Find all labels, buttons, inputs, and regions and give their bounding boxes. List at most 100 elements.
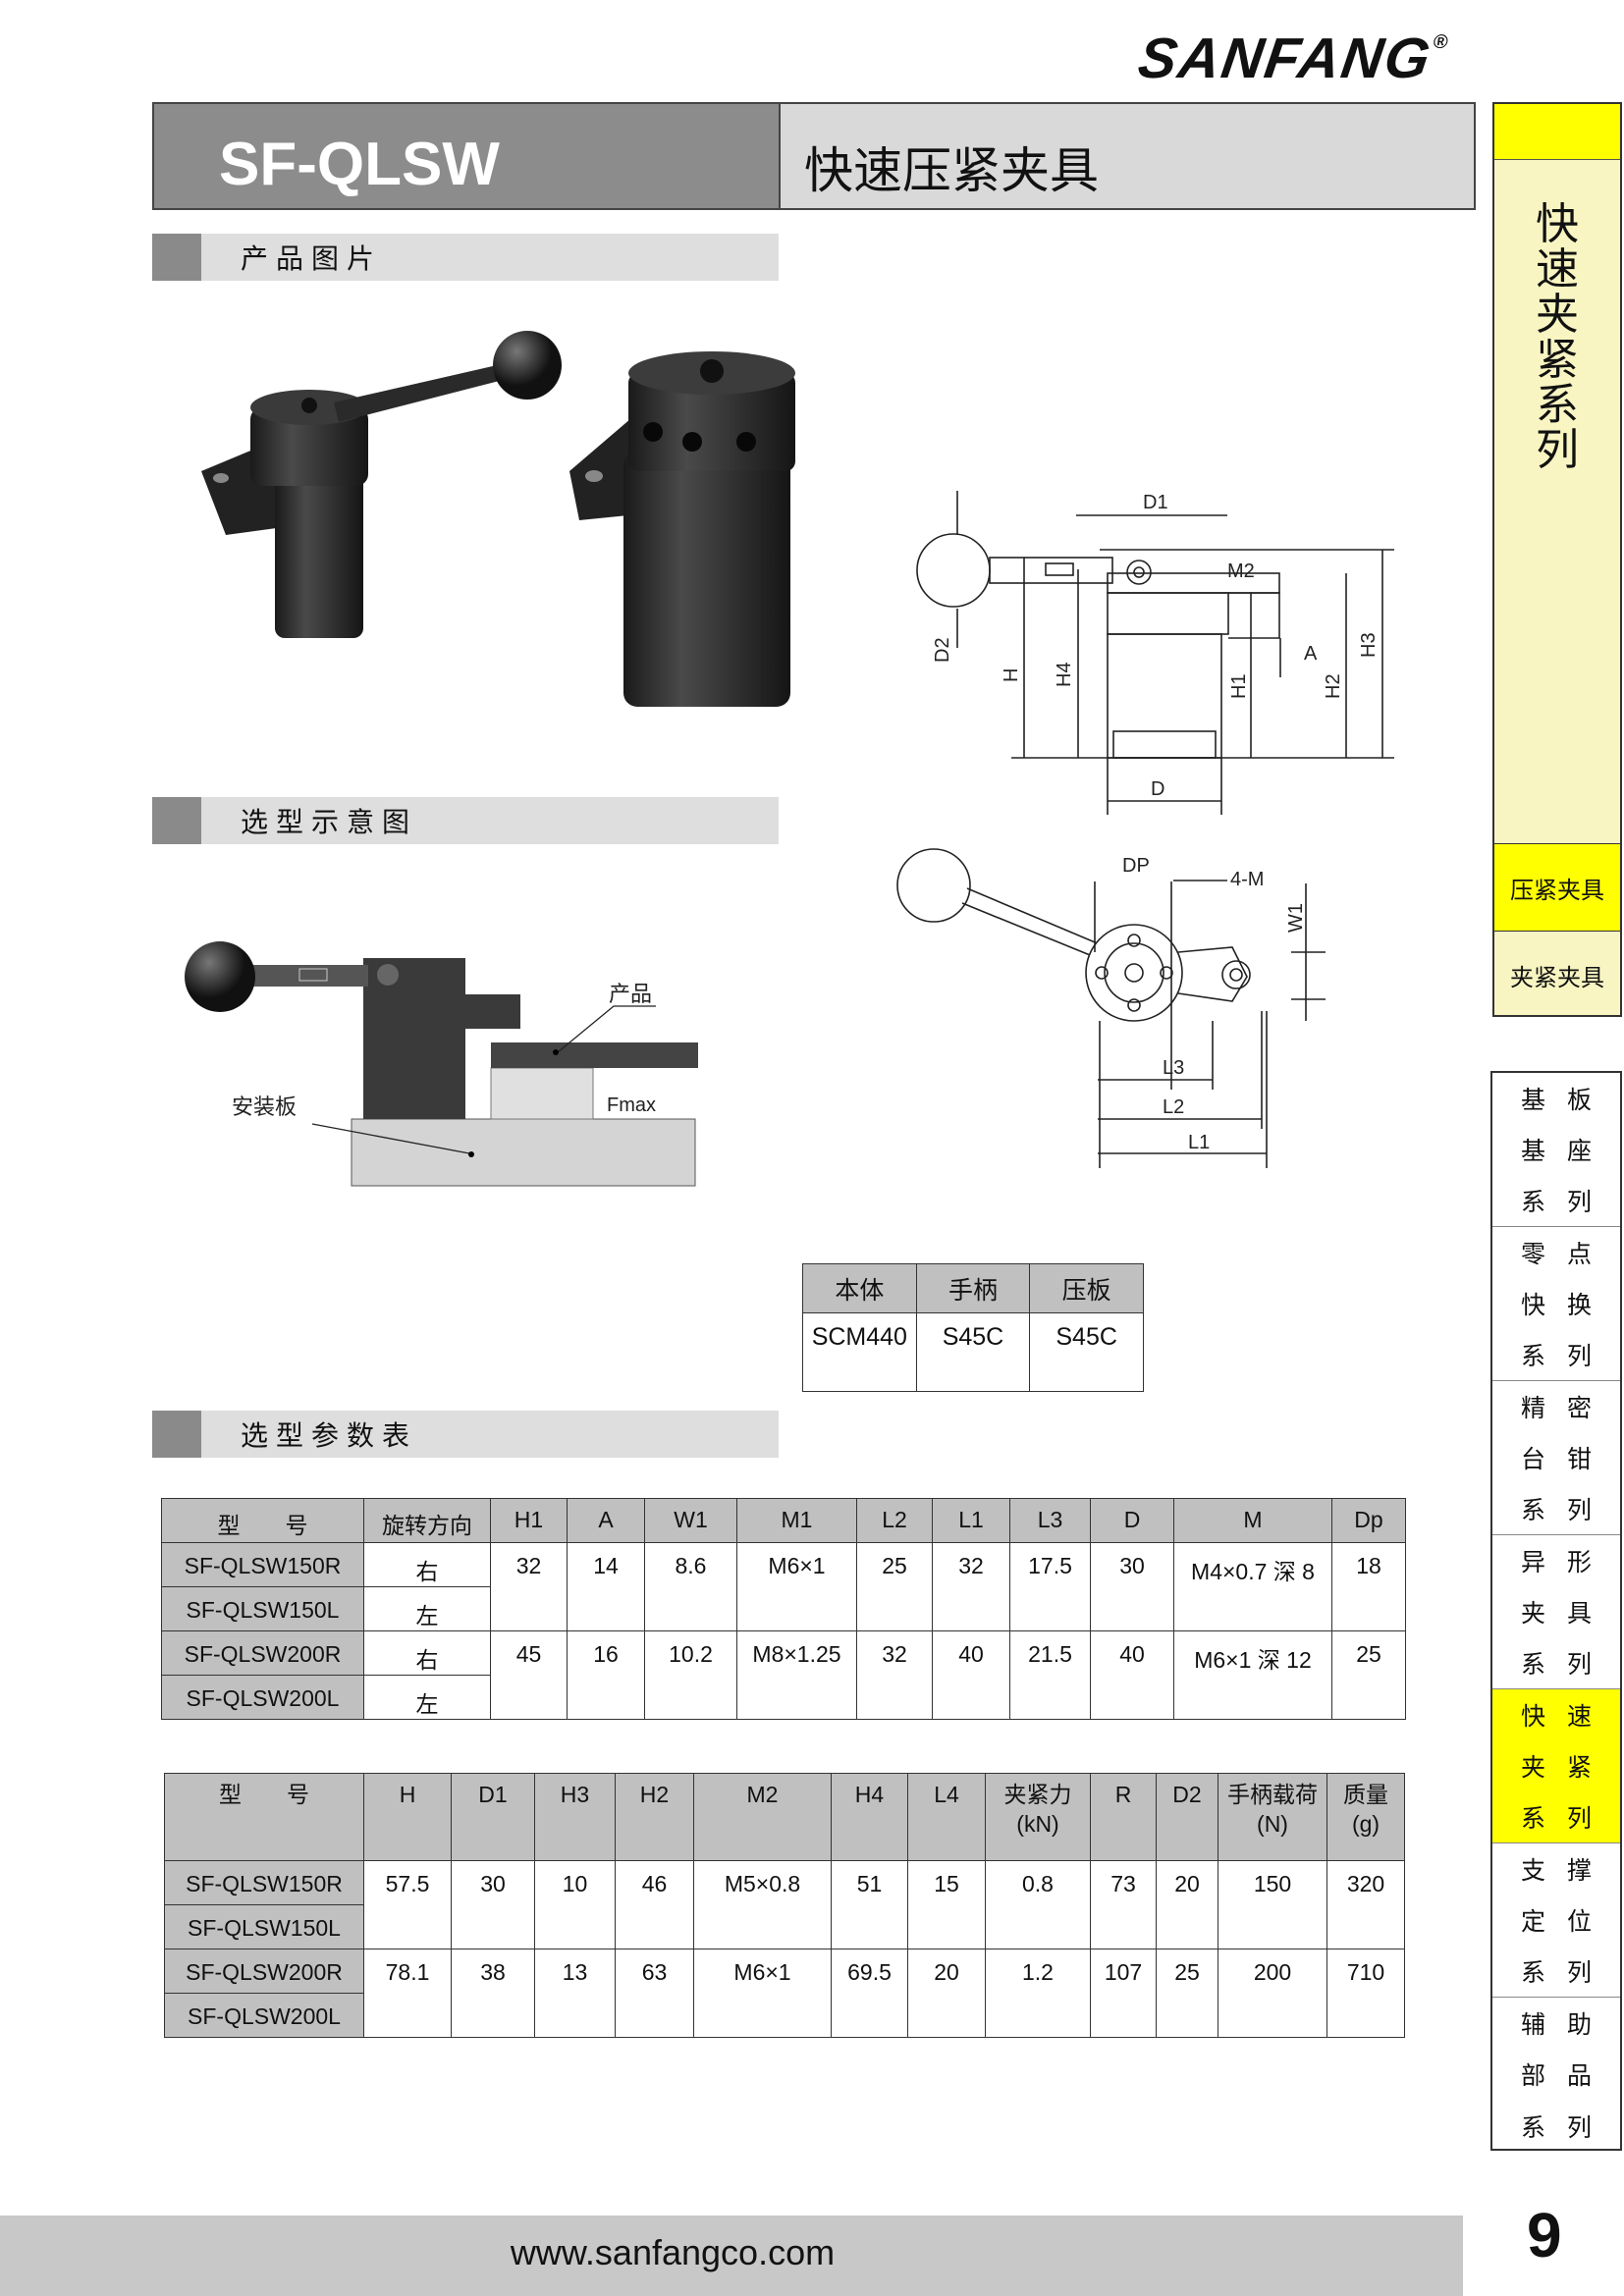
nav-char: 快: [1520, 1291, 1545, 1319]
nav-row: 快换: [1492, 1278, 1620, 1329]
tab-press-clamp[interactable]: 压紧夹具: [1494, 843, 1620, 931]
nav-row: 部品: [1492, 2049, 1620, 2100]
value-cell: 25: [1331, 1630, 1406, 1720]
nav-group[interactable]: 基板基座系列: [1492, 1073, 1620, 1227]
column-header: W1: [644, 1498, 737, 1543]
value-cell: 40: [932, 1630, 1010, 1720]
nav-char: 位: [1566, 1907, 1592, 1936]
column-header: L2: [856, 1498, 933, 1543]
column-header: 夹紧力 (kN): [985, 1773, 1091, 1861]
column-header: H3: [534, 1773, 616, 1861]
nav-char: 精: [1520, 1394, 1545, 1422]
nav-row: 夹紧: [1492, 1740, 1620, 1791]
label-fmax: Fmax: [607, 1095, 656, 1116]
value-cell: M6×1: [736, 1542, 857, 1631]
direction-cell: 左: [363, 1675, 491, 1720]
value-cell: 320: [1326, 1860, 1405, 1949]
product-photo-2: [569, 351, 795, 707]
nav-row: 系列: [1492, 1637, 1620, 1688]
column-header: Dp: [1331, 1498, 1406, 1543]
column-header: L1: [932, 1498, 1010, 1543]
material-value: SCM440: [802, 1312, 917, 1392]
model-cell: SF-QLSW200L: [161, 1675, 364, 1720]
nav-row: 系列: [1492, 1329, 1620, 1380]
website-url[interactable]: www.sanfangco.com: [510, 2232, 836, 2272]
tab-clamp-fixture[interactable]: 夹紧夹具: [1494, 931, 1620, 1018]
column-header: 型 号: [161, 1498, 364, 1543]
footer-bar: [0, 2216, 1463, 2296]
value-cell: 200: [1218, 1949, 1327, 2038]
schematic-drawing: [185, 941, 698, 1187]
section-schematic: 选型示意图: [152, 797, 779, 844]
column-header: 旋转方向: [363, 1498, 491, 1543]
nav-row: 系列: [1492, 1483, 1620, 1534]
value-cell: 20: [907, 1949, 986, 2038]
section-title: 选型参数表: [241, 1419, 418, 1452]
nav-group[interactable]: 精密台钳系列: [1492, 1381, 1620, 1535]
label-d: D: [1151, 778, 1164, 800]
value-cell: 32: [932, 1542, 1010, 1631]
nav-char: 列: [1566, 1342, 1592, 1370]
value-cell: M4×0.7 深 8: [1173, 1542, 1332, 1631]
nav-char: 座: [1566, 1137, 1592, 1165]
series-title: 快速夹紧系列: [1494, 202, 1620, 473]
nav-char: 助: [1566, 2010, 1592, 2040]
series-sidebar: 快速夹紧系列 压紧夹具 夹紧夹具: [1492, 102, 1622, 1017]
column-header: 质量 (g): [1326, 1773, 1405, 1861]
value-cell: 32: [490, 1542, 568, 1631]
nav-group[interactable]: 快速夹紧系列: [1492, 1689, 1620, 1843]
nav-group[interactable]: 支撑定位系列: [1492, 1843, 1620, 1998]
value-cell: 10: [534, 1860, 616, 1949]
nav-group[interactable]: 异形夹具系列: [1492, 1535, 1620, 1689]
nav-char: 支: [1520, 1856, 1545, 1885]
value-cell: 16: [567, 1630, 645, 1720]
nav-char: 换: [1566, 1291, 1592, 1319]
nav-char: 台: [1520, 1445, 1545, 1473]
model-cell: SF-QLSW150R: [164, 1860, 364, 1905]
value-cell: M6×1: [693, 1949, 832, 2038]
nav-row: 台钳: [1492, 1432, 1620, 1483]
nav-char: 列: [1566, 2112, 1592, 2142]
model-title: SF-QLSW: [154, 104, 781, 208]
nav-char: 板: [1566, 1086, 1592, 1114]
nav-char: 系: [1520, 1650, 1545, 1679]
column-header: L3: [1009, 1498, 1091, 1543]
material-header: 压板: [1029, 1263, 1144, 1313]
nav-char: 列: [1566, 1804, 1592, 1833]
nav-char: 钳: [1566, 1445, 1592, 1473]
value-cell: 1.2: [985, 1949, 1091, 2038]
nav-row: 基座: [1492, 1124, 1620, 1175]
nav-char: 部: [1520, 2061, 1545, 2091]
nav-char: 基: [1520, 1086, 1545, 1114]
value-cell: 63: [615, 1949, 694, 2038]
table-row: SF-QLSW150L: [164, 1904, 1405, 1949]
nav-group[interactable]: 零点快换系列: [1492, 1227, 1620, 1381]
series-title-char: 速: [1536, 244, 1579, 294]
nav-row: 基板: [1492, 1073, 1620, 1124]
column-header: D: [1090, 1498, 1174, 1543]
section-photos: 产品图片: [152, 234, 779, 281]
series-title-char: 快: [1536, 199, 1579, 249]
nav-row: 定位: [1492, 1895, 1620, 1946]
value-cell: 25: [856, 1542, 933, 1631]
label-m2: M2: [1227, 561, 1255, 582]
nav-row: 零点: [1492, 1227, 1620, 1278]
material-value: S45C: [1029, 1312, 1144, 1392]
value-cell: M6×1 深 12: [1173, 1630, 1332, 1720]
top-view-labels: DP 4-M W1 L3 L2 L1: [1122, 855, 1307, 1153]
nav-group[interactable]: 辅助部品系列: [1492, 1998, 1620, 2152]
value-cell: M8×1.25: [736, 1630, 857, 1720]
side-view-drawing: [916, 491, 1394, 815]
nav-row: 快速: [1492, 1689, 1620, 1740]
value-cell: 107: [1090, 1949, 1157, 2038]
nav-char: 快: [1520, 1702, 1545, 1731]
column-header: H4: [831, 1773, 908, 1861]
nav-char: 夹: [1520, 1599, 1545, 1628]
nav-row: 支撑: [1492, 1843, 1620, 1895]
nav-char: 异: [1520, 1548, 1545, 1576]
label-l3: L3: [1163, 1057, 1184, 1079]
nav-char: 点: [1566, 1240, 1592, 1268]
